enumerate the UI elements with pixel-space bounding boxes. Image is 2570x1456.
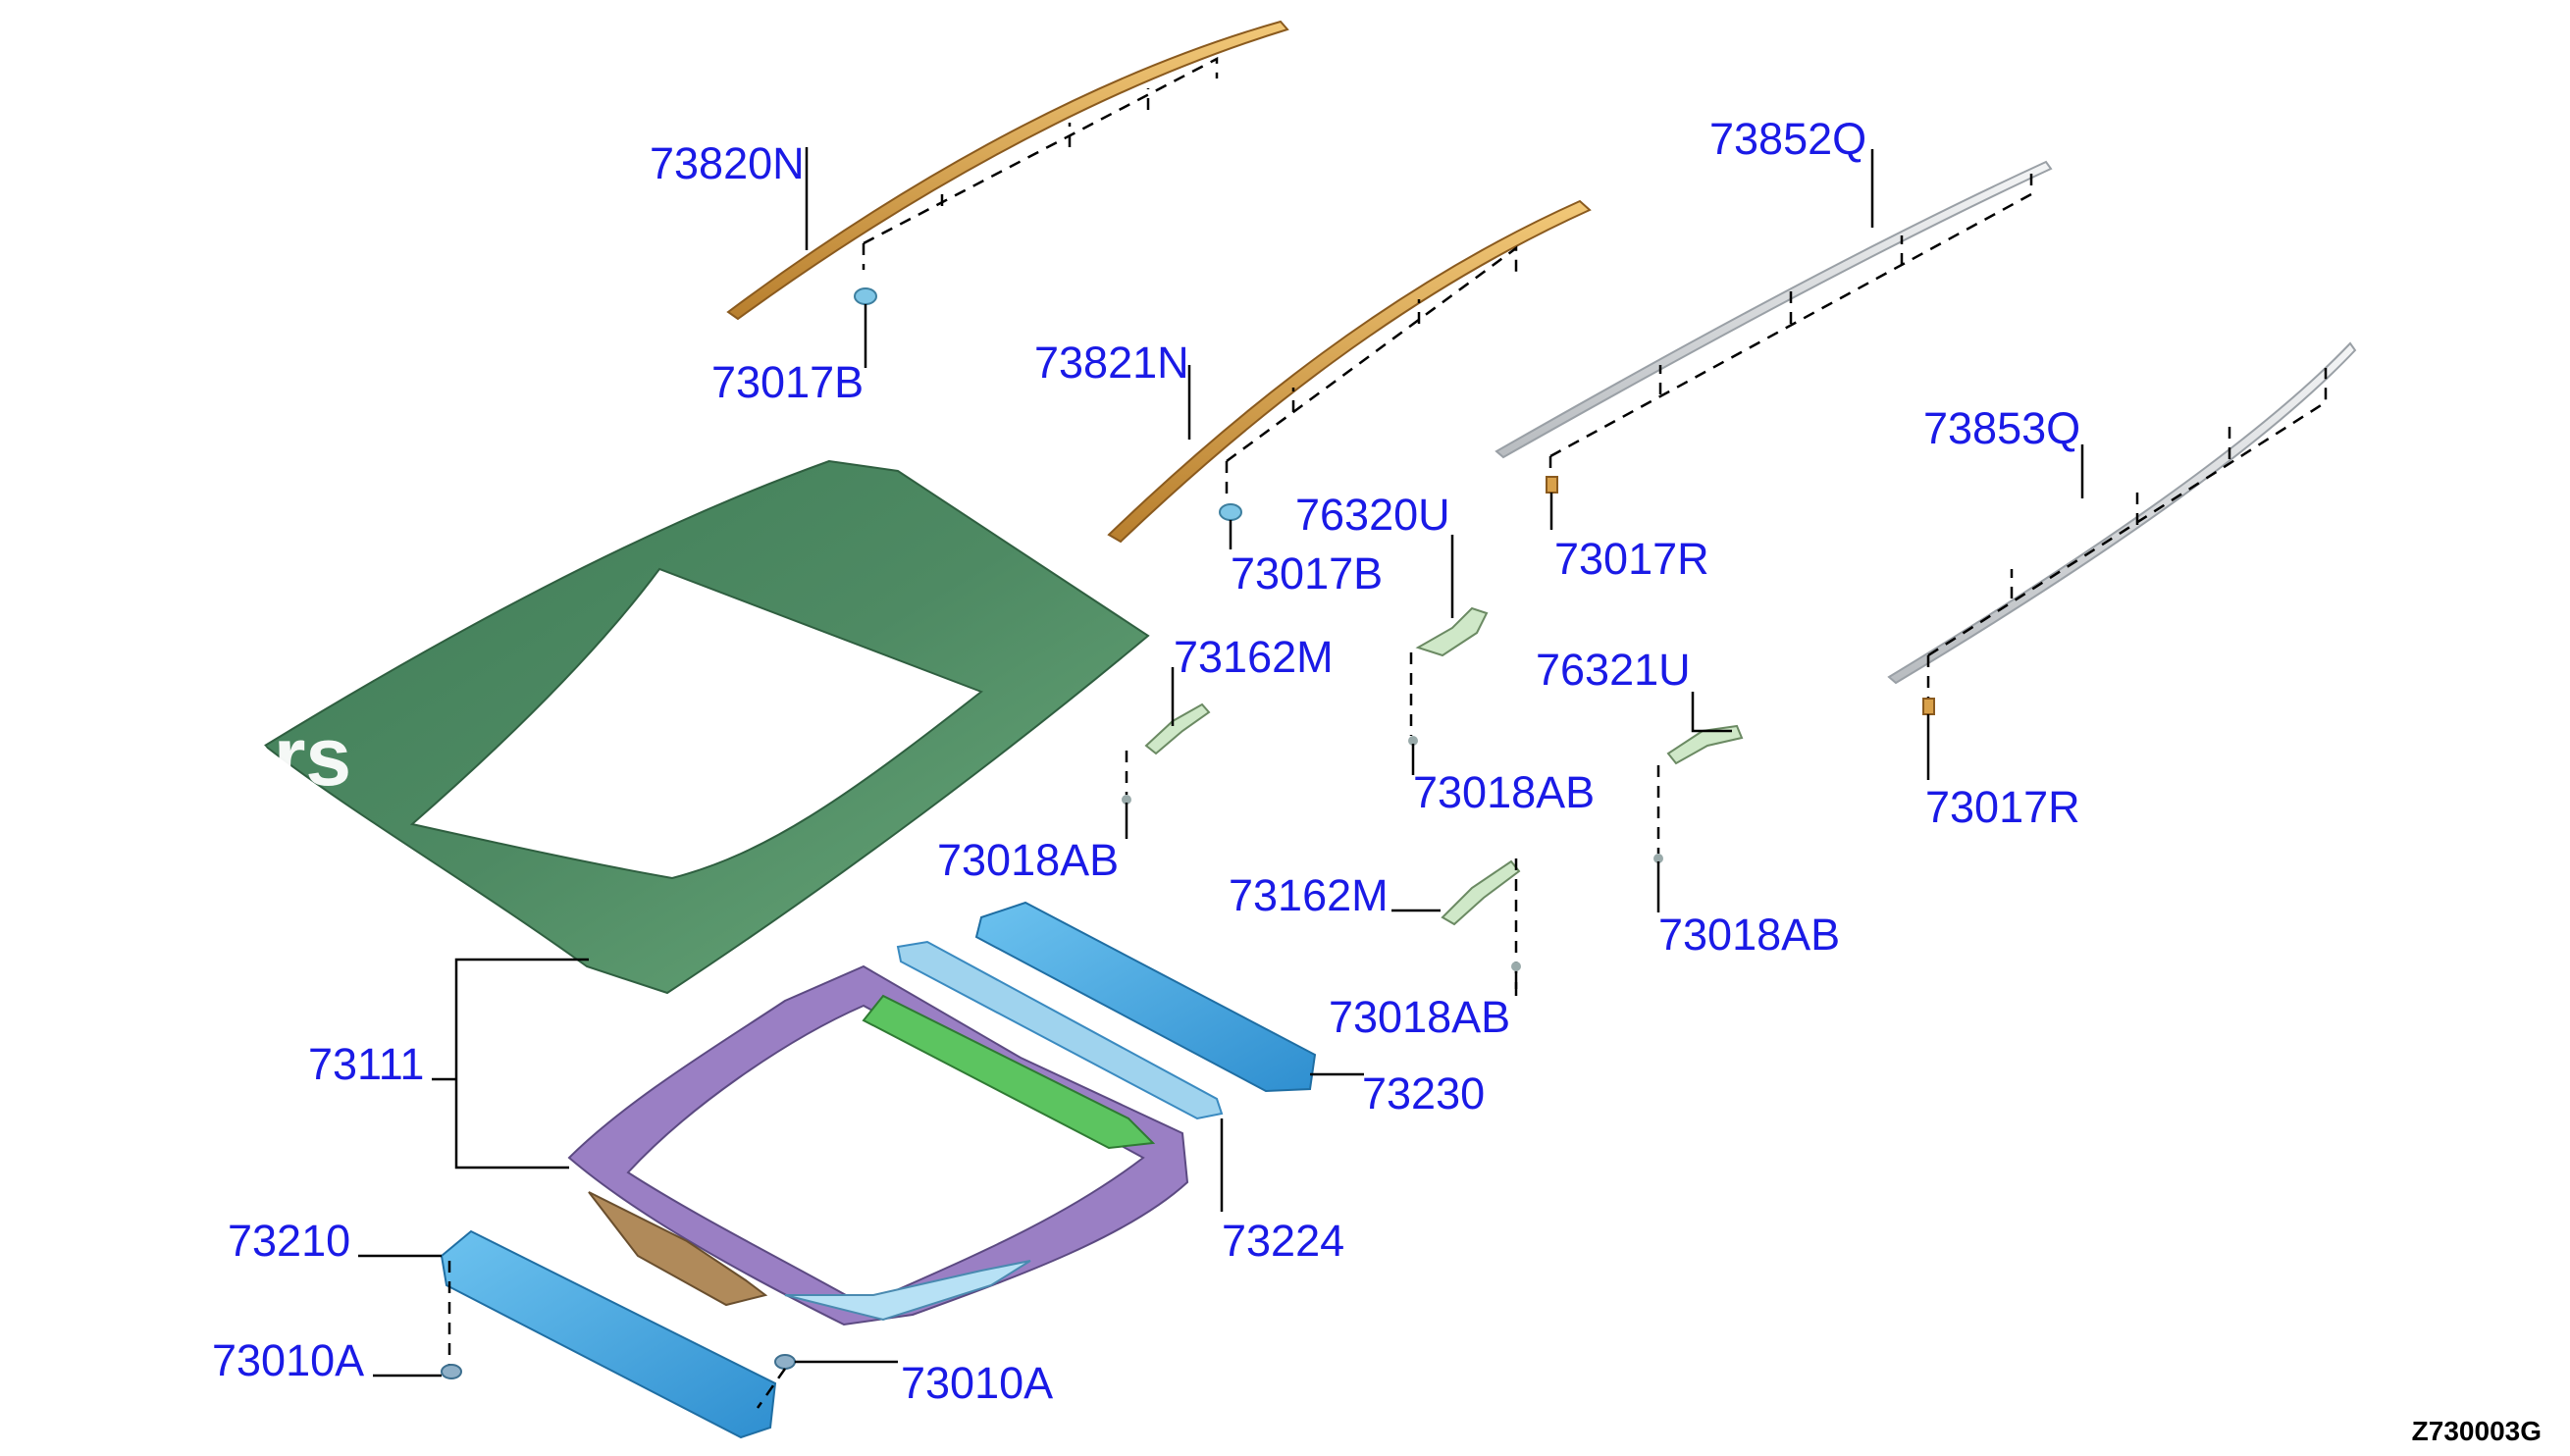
part-label-73017b-upper: 73017B — [711, 357, 864, 407]
clip-73017r-left — [1546, 476, 1558, 494]
roof-rail-73821n — [1107, 199, 1592, 544]
part-label-73210: 73210 — [228, 1216, 350, 1266]
part-label-73162m-upper: 73162M — [1174, 632, 1334, 682]
bracket-73162m-lower — [1441, 858, 1521, 989]
part-label-73010a-left: 73010A — [212, 1335, 364, 1385]
leader-lines — [358, 147, 2084, 1378]
clip-73017b-upper — [854, 287, 877, 305]
diagram-code: Z730003G — [2412, 1416, 2542, 1446]
part-label-73224: 73224 — [1222, 1216, 1344, 1266]
clip-73017r-right — [1922, 698, 1935, 715]
part-label-73230: 73230 — [1362, 1068, 1485, 1118]
part-label-73853q: 73853Q — [1923, 403, 2080, 453]
part-label-73017r-left: 73017R — [1554, 534, 1709, 584]
part-label-73017r-right: 73017R — [1925, 782, 2080, 832]
bracket-76320u — [1408, 606, 1489, 746]
part-label-73018ab-b: 73018AB — [937, 835, 1119, 885]
sunroof-frame-73224 — [567, 964, 1189, 1326]
part-label-73852q: 73852Q — [1709, 114, 1866, 164]
roof-panel-73111 — [263, 459, 1150, 995]
part-label-73820n: 73820N — [650, 138, 805, 188]
part-label-73111: 73111 — [308, 1039, 424, 1089]
roof-rail-73853q — [1887, 341, 2357, 699]
part-label-73162m-lower: 73162M — [1229, 870, 1389, 920]
roof-rail-73820n — [726, 20, 1289, 321]
part-label-73018ab-d: 73018AB — [1329, 992, 1510, 1042]
part-label-76320u: 76320U — [1295, 490, 1450, 540]
watermark-text: ers t A — [228, 710, 756, 803]
part-label-73010a-right: 73010A — [901, 1358, 1053, 1408]
part-label-73018ab-a: 73018AB — [1413, 767, 1595, 817]
bracket-76321u — [1653, 724, 1744, 863]
part-labels: 73820N 73017B 73821N 73017B 73852Q 73017… — [212, 114, 2080, 1408]
part-label-76321u: 76321U — [1536, 645, 1691, 695]
clip-73017b-lower — [1219, 503, 1242, 521]
crossmember-73210 — [440, 1229, 796, 1439]
part-label-73018ab-c: 73018AB — [1658, 910, 1840, 960]
crossmember-73230-rear — [896, 940, 1224, 1120]
part-label-73017b-lower: 73017B — [1231, 548, 1383, 598]
part-label-73821n: 73821N — [1034, 338, 1189, 388]
bracket-73162m-upper — [1122, 702, 1211, 805]
roof-rail-73852q — [1495, 160, 2053, 479]
crossmember-73230 — [974, 901, 1317, 1093]
